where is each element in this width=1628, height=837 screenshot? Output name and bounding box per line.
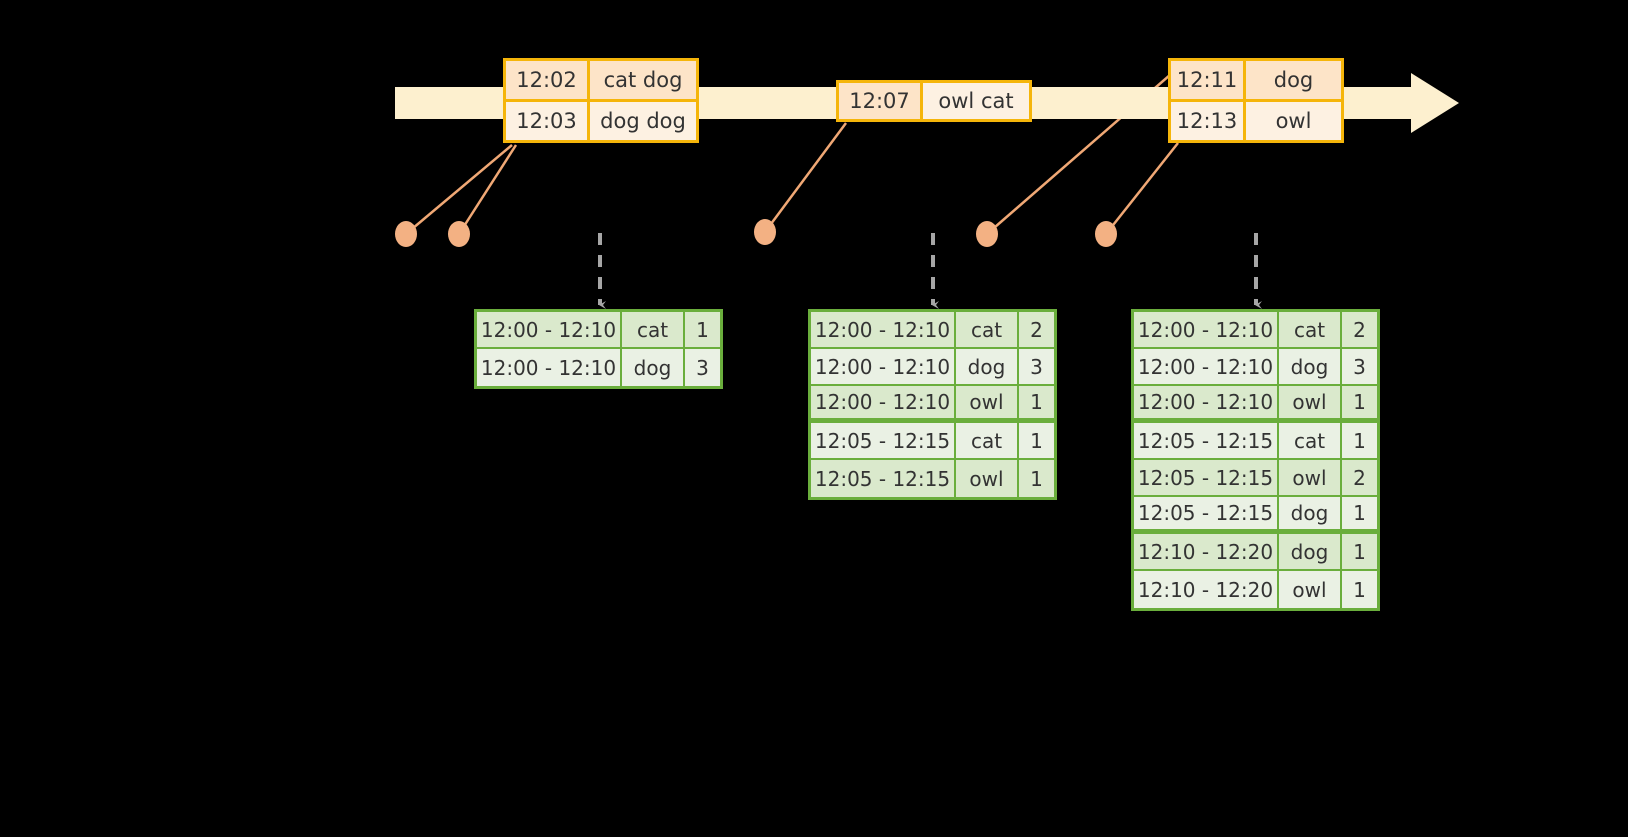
word-cell: cat (1279, 312, 1342, 349)
count-cell: 1 (1342, 571, 1377, 608)
connector-dot-3[interactable] (754, 219, 776, 245)
event-group-3[interactable]: 12:11 dog 12:13 owl (1168, 58, 1344, 143)
connector-line (457, 144, 518, 235)
window-cell: 12:00 - 12:10 (1134, 349, 1279, 386)
count-cell: 3 (1019, 349, 1054, 386)
event-time: 12:03 (506, 102, 590, 140)
timeline-arrowhead-icon (1411, 73, 1459, 133)
event-words: owl (1246, 102, 1341, 140)
word-cell: owl (1279, 386, 1342, 423)
window-cell: 12:00 - 12:10 (477, 349, 622, 386)
connector-dots-group (395, 219, 1117, 247)
connector-dot-2[interactable] (448, 221, 470, 247)
window-cell: 12:00 - 12:10 (811, 312, 956, 349)
event-words: dog dog (590, 102, 696, 140)
event-group-2[interactable]: 12:07 owl cat (836, 80, 1032, 122)
window-cell: 12:05 - 12:15 (811, 423, 956, 460)
count-cell: 3 (1342, 349, 1377, 386)
word-cell: cat (1279, 423, 1342, 460)
connector-line (405, 144, 513, 235)
count-cell: 2 (1342, 312, 1377, 349)
window-cell: 12:10 - 12:20 (1134, 534, 1279, 571)
event-group-1[interactable]: 12:02 cat dog 12:03 dog dog (503, 58, 699, 143)
event-time: 12:13 (1171, 102, 1246, 140)
window-cell: 12:00 - 12:10 (811, 386, 956, 423)
word-cell: owl (1279, 460, 1342, 497)
event-row[interactable]: 12:03 dog dog (506, 99, 696, 140)
count-cell: 1 (1019, 386, 1054, 423)
word-cell: dog (622, 349, 685, 386)
trigger-arrows-group (598, 233, 1262, 309)
word-cell: cat (622, 312, 685, 349)
connector-line (1105, 142, 1179, 235)
event-row[interactable]: 12:02 cat dog (506, 61, 696, 99)
count-cell: 1 (1019, 460, 1054, 497)
count-cell: 1 (1342, 534, 1377, 571)
event-time: 12:07 (839, 83, 923, 119)
word-cell: dog (1279, 349, 1342, 386)
count-cell: 3 (685, 349, 720, 386)
count-cell: 1 (1342, 423, 1377, 460)
event-row[interactable]: 12:11 dog (1171, 61, 1341, 99)
word-cell: dog (1279, 497, 1342, 534)
event-words: dog (1246, 61, 1341, 99)
event-time: 12:11 (1171, 61, 1246, 99)
word-cell: cat (956, 423, 1019, 460)
word-cell: dog (1279, 534, 1342, 571)
count-cell: 1 (1342, 497, 1377, 534)
window-cell: 12:05 - 12:15 (1134, 497, 1279, 534)
connector-dot-4[interactable] (976, 221, 998, 247)
count-cell: 1 (1019, 423, 1054, 460)
word-cell: cat (956, 312, 1019, 349)
window-cell: 12:00 - 12:10 (1134, 386, 1279, 423)
window-cell: 12:05 - 12:15 (1134, 423, 1279, 460)
connector-dot-5[interactable] (1095, 221, 1117, 247)
window-cell: 12:00 - 12:10 (811, 349, 956, 386)
connector-dot-1[interactable] (395, 221, 417, 247)
window-cell: 12:05 - 12:15 (811, 460, 956, 497)
count-cell: 2 (1342, 460, 1377, 497)
count-cell: 1 (685, 312, 720, 349)
count-cell: 1 (1342, 386, 1377, 423)
window-cell: 12:10 - 12:20 (1134, 571, 1279, 608)
word-cell: owl (956, 386, 1019, 423)
event-words: cat dog (590, 61, 696, 99)
word-cell: owl (956, 460, 1019, 497)
event-row[interactable]: 12:13 owl (1171, 99, 1341, 140)
event-time: 12:02 (506, 61, 590, 99)
word-cell: dog (956, 349, 1019, 386)
event-row[interactable]: 12:07 owl cat (839, 83, 1029, 119)
count-cell: 2 (1019, 312, 1054, 349)
window-cell: 12:05 - 12:15 (1134, 460, 1279, 497)
word-cell: owl (1279, 571, 1342, 608)
window-cell: 12:00 - 12:10 (1134, 312, 1279, 349)
event-words: owl cat (923, 83, 1029, 119)
connector-line (763, 122, 848, 233)
window-cell: 12:00 - 12:10 (477, 312, 622, 349)
